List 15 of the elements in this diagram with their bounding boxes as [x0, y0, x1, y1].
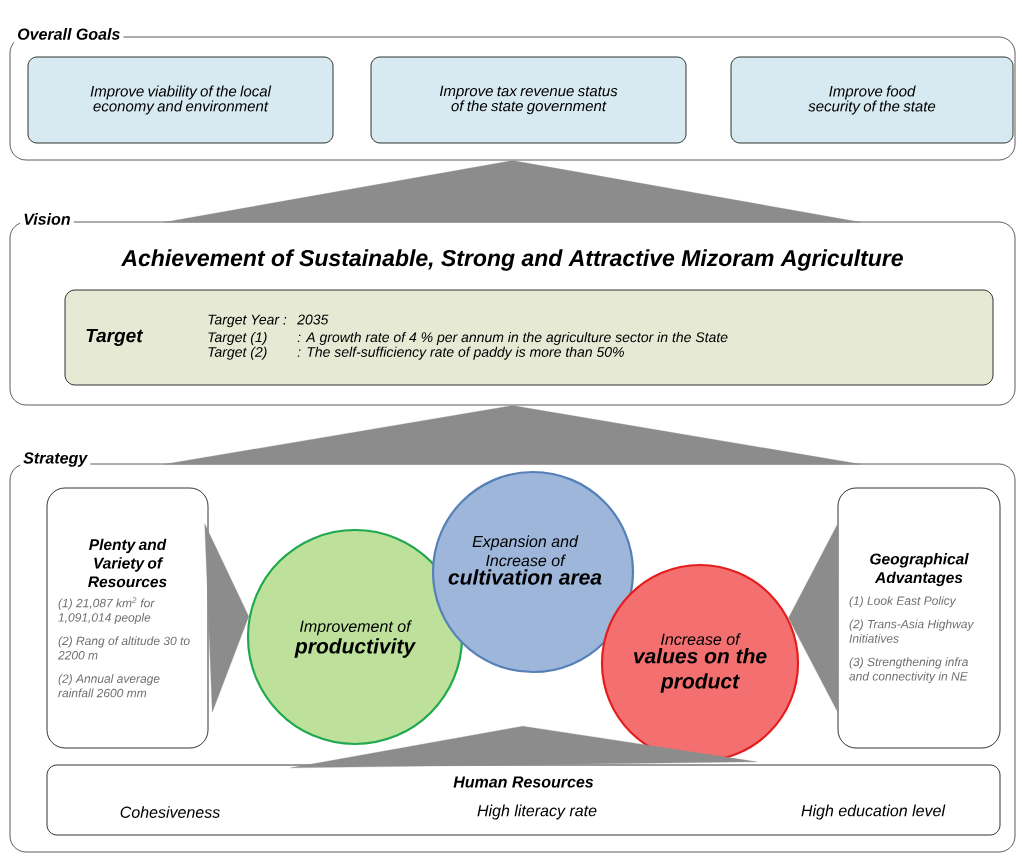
- goal-box: Improve viability of the local economy and environment: [27, 56, 334, 144]
- target-box: Target Year : 2035 Target Target (1) : A growth rate of 4 % per annum in the agriculture sector in the State Target (2) : The self-sufficiency rate of paddy is more than 50%: [64, 289, 994, 386]
- goal-box: Improve food security of the state: [730, 56, 1014, 144]
- section-heading: Strategy: [20, 449, 91, 470]
- vision-title: Achievement of Sustainable, Strong and Attractive Mizoram Agriculture: [120, 249, 903, 271]
- wedge-arrow: [164, 405, 861, 465]
- info-box: Plenty and Variety of Resources (1) 21,087 km$^{2}$ for 1,091,014 people (2) Rang of altitude 30 to 2200 m (2) Annual average rainfall 2600 mm: [46, 487, 209, 749]
- goal-box: Improve tax revenue status of the state government: [370, 56, 687, 144]
- section-panel: [9, 25, 1016, 161]
- wedge-arrow: [788, 523, 839, 713]
- section-heading: Overall Goals: [14, 25, 124, 43]
- section-heading: Vision: [20, 210, 74, 228]
- resources-box: Human Resources Cohesiveness High literacy rate High education level: [46, 764, 1001, 836]
- wedge-arrow: [164, 160, 861, 223]
- info-box: Geographical Advantages (1) Look East Policy (2) Trans-Asia Highway Initiatives (3) Strengthening infra and connectivity in NE: [837, 487, 1001, 749]
